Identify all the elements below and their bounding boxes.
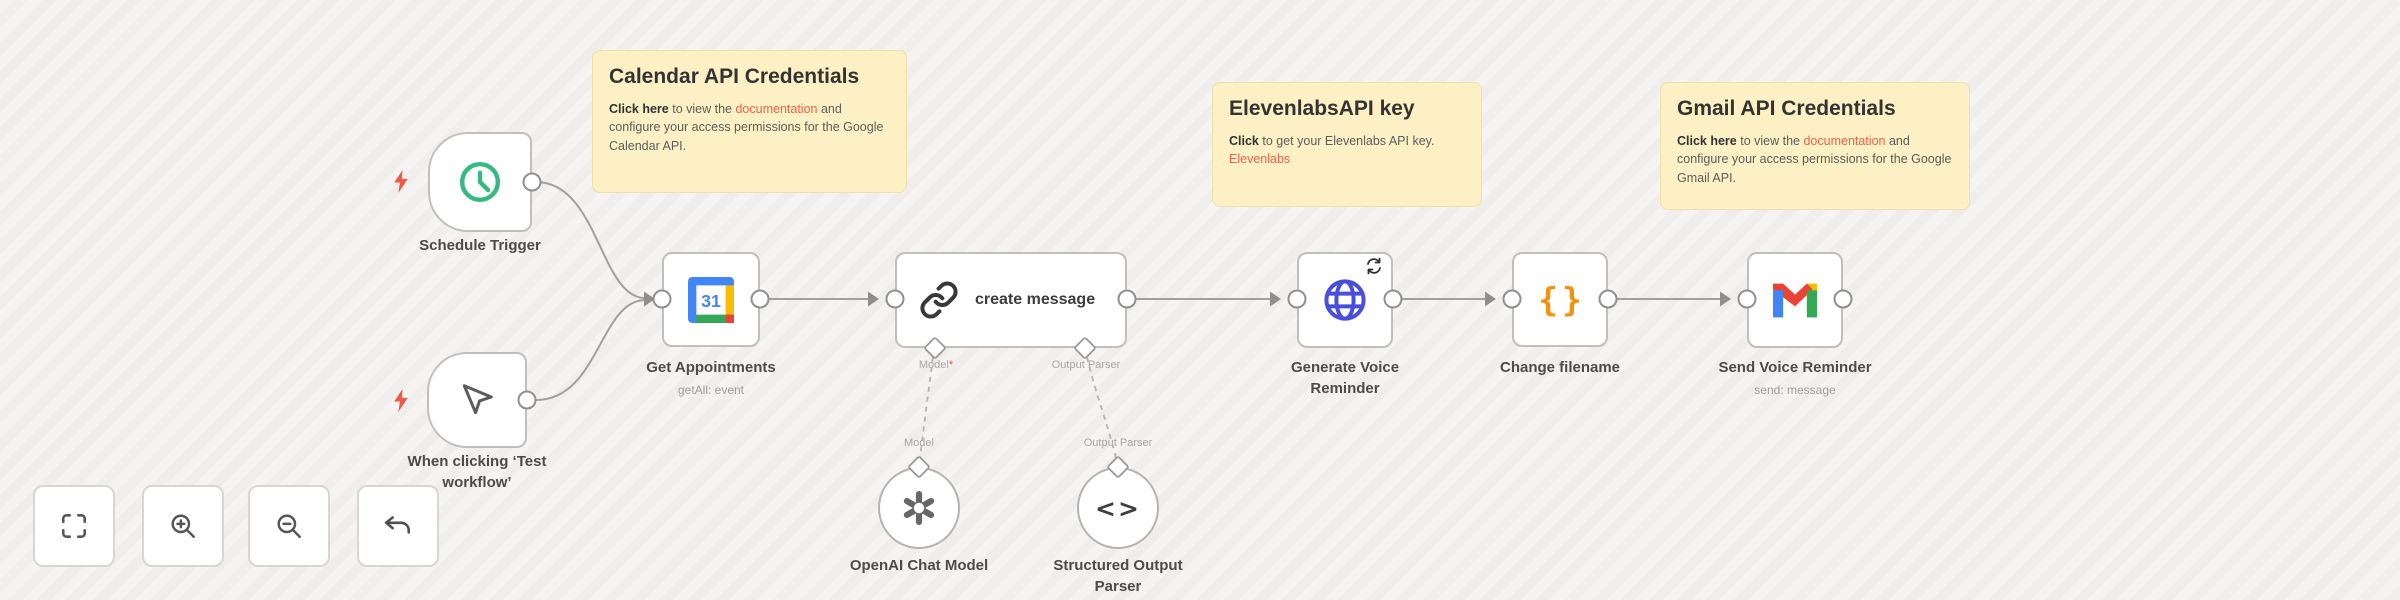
arrowhead <box>1485 291 1496 307</box>
sticky-note-gmail-credentials[interactable]: Gmail API Credentials Click here to view… <box>1660 82 1970 210</box>
arrowhead <box>1720 291 1731 307</box>
zoom-in-button[interactable] <box>142 485 224 567</box>
undo-icon <box>384 516 410 534</box>
sticky-title: Gmail API Credentials <box>1677 97 1896 120</box>
send-voice-node[interactable] <box>1747 252 1843 348</box>
angle-brackets-icon: <> <box>1095 493 1141 523</box>
google-calendar-icon: 31 <box>688 276 734 323</box>
retry-on-fail-icon <box>1367 257 1381 275</box>
get-appointments-label: Get Appointments <box>646 359 776 376</box>
change-filename-label: Change filename <box>1499 359 1621 376</box>
arrowhead <box>1270 291 1281 307</box>
sticky-bold-text: Click here <box>1677 133 1737 148</box>
zoom-out-button[interactable] <box>248 485 330 567</box>
change-filename-node[interactable]: {} <box>1512 252 1608 347</box>
manual-trigger-label: When clicking ‘Test workflow’ <box>407 453 547 491</box>
sticky-text: to view the <box>668 101 736 116</box>
documentation-link[interactable]: documentation <box>1803 133 1886 148</box>
documentation-link[interactable]: documentation <box>735 101 818 116</box>
arrowhead <box>868 291 879 307</box>
create-message-inline-label: create message <box>975 291 1096 308</box>
send-voice-operation: send: message <box>1754 383 1836 397</box>
send-voice-label: Send Voice Reminder <box>1718 359 1872 376</box>
globe-icon <box>1324 279 1366 321</box>
sticky-body: Click here to view the documentation and… <box>1677 132 1953 188</box>
model-port-text: Model <box>918 359 949 371</box>
get-appointments-node[interactable]: 31 <box>662 252 760 347</box>
zoom-in-icon <box>171 514 195 538</box>
chain-link-icon <box>920 281 958 319</box>
svg-text:31: 31 <box>701 290 721 310</box>
model-subnode-port-label: Model <box>904 437 934 449</box>
structured-output-parser-label: Structured Output Parser <box>1053 557 1183 595</box>
sticky-body: Click to get your Elevenlabs API key. El… <box>1229 132 1465 169</box>
clock-icon <box>459 161 501 203</box>
model-port-label: Model* <box>876 359 996 371</box>
openai-chat-model-label: OpenAI Chat Model <box>849 557 989 574</box>
create-message-node[interactable]: create message <box>895 252 1127 348</box>
schedule-trigger-label: Schedule Trigger <box>419 237 541 254</box>
output-parser-subnode-port-label: Output Parser <box>1083 437 1153 449</box>
gmail-icon <box>1773 283 1817 317</box>
sticky-bold-text: Click <box>1229 133 1259 148</box>
openai-chat-model-node[interactable] <box>878 467 960 549</box>
fit-view-button[interactable] <box>33 485 115 567</box>
structured-output-parser-node[interactable]: <> <box>1077 467 1159 549</box>
required-marker: * <box>948 359 954 371</box>
sticky-title: ElevenlabsAPI key <box>1229 97 1415 120</box>
get-appointments-operation: getAll: event <box>677 383 745 397</box>
arrowhead <box>644 291 655 307</box>
manual-trigger-node[interactable] <box>427 352 527 448</box>
openai-icon <box>903 491 935 525</box>
curly-braces-icon: {} <box>1538 280 1586 319</box>
execute-bolt-icon <box>394 170 408 193</box>
sticky-note-calendar-credentials[interactable]: Calendar API Credentials Click here to v… <box>592 50 907 193</box>
generate-voice-label: Generate Voice Reminder <box>1290 359 1400 397</box>
cursor-icon <box>462 384 493 415</box>
output-parser-port-label: Output Parser <box>1051 359 1121 371</box>
undo-button[interactable] <box>357 485 439 567</box>
fit-view-icon <box>62 514 87 538</box>
sticky-bold-text: Click here <box>609 101 669 116</box>
zoom-out-icon <box>277 514 301 538</box>
execute-bolt-icon <box>394 389 408 412</box>
sticky-note-elevenlabs-key[interactable]: ElevenlabsAPI key Click to get your Elev… <box>1212 82 1482 207</box>
elevenlabs-link[interactable]: Elevenlabs <box>1229 152 1291 167</box>
sticky-text: and configure your access permissions fo… <box>609 101 884 153</box>
sticky-title: Calendar API Credentials <box>609 65 860 88</box>
sticky-body: Click here to view the documentation and… <box>609 100 890 156</box>
sticky-text: to view the <box>1736 133 1804 148</box>
sticky-text: and configure your access permissions fo… <box>1677 133 1952 185</box>
sticky-text: to get your Elevenlabs API key. <box>1258 133 1435 148</box>
schedule-trigger-node[interactable] <box>428 132 532 232</box>
